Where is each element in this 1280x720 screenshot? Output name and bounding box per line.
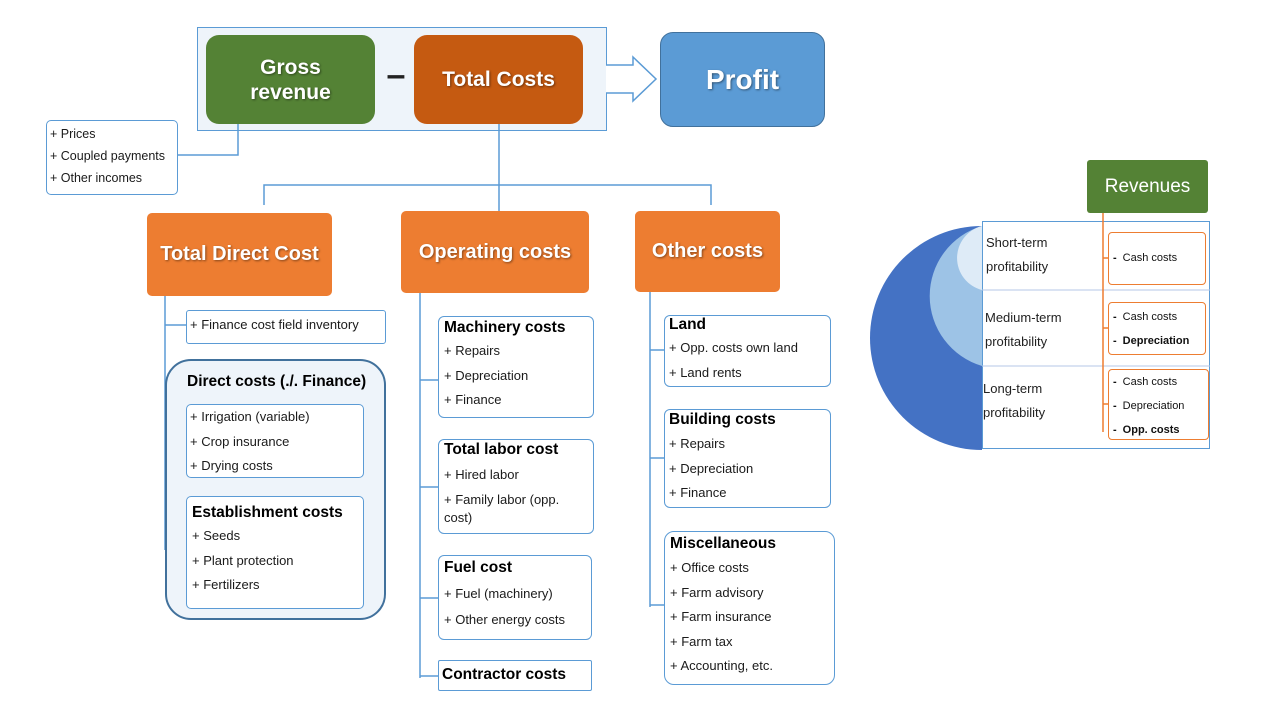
variable-cost-item: + Crop insurance bbox=[190, 433, 290, 449]
revenue-source-item: + Other incomes bbox=[50, 171, 143, 185]
revenue-source-item: + Coupled payments bbox=[50, 149, 166, 163]
long-term-profitability-label: Long-term profitability bbox=[983, 381, 1046, 420]
misc-cost-item: + Farm tax bbox=[670, 633, 733, 649]
fuel-cost-box: Fuel cost + Fuel (machinery) + Other ene… bbox=[438, 555, 592, 640]
total-labor-cost-box: Total labor cost + Hired labor + Family … bbox=[438, 439, 594, 534]
total-labor-cost-title: Total labor cost bbox=[444, 441, 559, 458]
building-costs-title: Building costs bbox=[669, 411, 776, 428]
profit-label: Profit bbox=[705, 63, 780, 95]
gross-revenue-box: Gross revenue bbox=[206, 35, 375, 124]
machinery-costs-title: Machinery costs bbox=[444, 319, 566, 336]
long-term-cost-text: Cash costs bbox=[1122, 376, 1178, 388]
fuel-cost-item: + Fuel (machinery) bbox=[444, 586, 553, 601]
total-costs-box: Total Costs bbox=[414, 35, 583, 124]
direct-costs-group: Direct costs (./. Finance) + Irrigation … bbox=[165, 359, 386, 620]
long-term-cost-item: -Depreciation bbox=[1113, 394, 1208, 418]
bullet-marker: - bbox=[1113, 424, 1117, 436]
establishment-costs-title: Establishment costs bbox=[192, 504, 343, 521]
establishment-costs-box: Establishment costs + Seeds + Plant prot… bbox=[186, 496, 364, 609]
bullet-marker: - bbox=[1113, 335, 1117, 347]
medium-term-cost-text: Depreciation bbox=[1122, 335, 1190, 347]
revenue-sources-box: + Prices + Coupled payments + Other inco… bbox=[46, 120, 178, 195]
finance-cost-field-label: + Finance cost field inventory bbox=[190, 317, 359, 332]
long-term-cost-item: -Cash costs bbox=[1113, 370, 1208, 394]
miscellaneous-title: Miscellaneous bbox=[670, 535, 776, 552]
direct-costs-title: Direct costs (./. Finance) bbox=[187, 373, 367, 390]
bullet-marker: - bbox=[1113, 252, 1117, 264]
building-cost-item: + Finance bbox=[669, 485, 727, 500]
medium-term-cost-text: Cash costs bbox=[1122, 311, 1178, 323]
bullet-marker: - bbox=[1113, 400, 1117, 412]
fuel-cost-title: Fuel cost bbox=[444, 559, 513, 576]
minus-sign: – bbox=[386, 56, 406, 94]
land-cost-item: + Land rents bbox=[669, 364, 742, 380]
profit-box: Profit bbox=[660, 32, 825, 127]
machinery-cost-item: + Repairs bbox=[444, 343, 500, 358]
total-direct-cost-label: Total Direct Cost bbox=[160, 243, 319, 265]
revenues-box: Revenues bbox=[1087, 160, 1208, 213]
machinery-cost-item: + Finance bbox=[444, 392, 502, 407]
labor-cost-item: + Family labor (opp. cost) bbox=[444, 491, 560, 525]
gross-revenue-label: Gross revenue bbox=[250, 55, 331, 104]
long-term-cost-text: Opp. costs bbox=[1122, 424, 1180, 436]
machinery-costs-box: Machinery costs + Repairs + Depreciation… bbox=[438, 316, 594, 418]
short-term-costs-box: -Cash costs bbox=[1108, 232, 1206, 285]
land-box: Land + Opp. costs own land + Land rents bbox=[664, 315, 831, 387]
fuel-cost-item: + Other energy costs bbox=[444, 612, 566, 627]
revenue-source-item: + Prices bbox=[50, 127, 96, 141]
misc-cost-item: + Farm advisory bbox=[670, 584, 764, 600]
establishment-cost-item: + Seeds bbox=[192, 528, 241, 543]
medium-term-cost-item: -Cash costs bbox=[1113, 305, 1205, 329]
long-term-costs-box: -Cash costs -Depreciation -Opp. costs bbox=[1108, 369, 1209, 440]
establishment-cost-item: + Plant protection bbox=[192, 552, 294, 568]
building-cost-item: + Depreciation bbox=[669, 460, 754, 476]
labor-cost-item: + Hired labor bbox=[444, 467, 519, 482]
variable-cost-item: + Irrigation (variable) bbox=[190, 409, 310, 424]
revenues-label: Revenues bbox=[1104, 175, 1191, 197]
contractor-costs-title: Contractor costs bbox=[442, 666, 567, 683]
long-term-cost-item: -Opp. costs bbox=[1113, 418, 1208, 442]
variable-direct-costs-box: + Irrigation (variable) + Crop insurance… bbox=[186, 404, 364, 478]
medium-term-costs-box: -Cash costs -Depreciation bbox=[1108, 302, 1206, 355]
bullet-marker: - bbox=[1113, 311, 1117, 323]
misc-cost-item: + Office costs bbox=[670, 560, 749, 575]
misc-cost-item: + Accounting, etc. bbox=[670, 658, 773, 673]
short-term-cost-text: Cash costs bbox=[1122, 252, 1178, 264]
machinery-cost-item: + Depreciation bbox=[444, 367, 529, 383]
other-costs-header: Other costs bbox=[635, 211, 780, 292]
operating-costs-header: Operating costs bbox=[401, 211, 589, 293]
medium-term-profitability-label: Medium-term profitability bbox=[985, 310, 1062, 349]
short-term-profitability-label: Short-term profitability bbox=[986, 235, 1049, 274]
misc-cost-item: + Farm insurance bbox=[670, 609, 772, 624]
contractor-costs-box: Contractor costs bbox=[438, 660, 592, 691]
establishment-cost-item: + Fertilizers bbox=[192, 577, 260, 592]
short-term-cost-item: -Cash costs bbox=[1113, 246, 1205, 270]
building-cost-item: + Repairs bbox=[669, 436, 725, 451]
variable-cost-item: + Drying costs bbox=[190, 458, 273, 473]
total-direct-cost-header: Total Direct Cost bbox=[147, 213, 332, 296]
finance-cost-field-inventory: + Finance cost field inventory bbox=[186, 310, 386, 344]
medium-term-cost-item: -Depreciation bbox=[1113, 329, 1205, 353]
total-costs-label: Total Costs bbox=[442, 67, 555, 91]
operating-costs-label: Operating costs bbox=[418, 240, 572, 263]
miscellaneous-box: Miscellaneous + Office costs + Farm advi… bbox=[664, 531, 835, 685]
building-costs-box: Building costs + Repairs + Depreciation … bbox=[664, 409, 831, 508]
bullet-marker: - bbox=[1113, 376, 1117, 388]
other-costs-label: Other costs bbox=[651, 240, 764, 262]
land-cost-item: + Opp. costs own land bbox=[669, 340, 798, 355]
long-term-cost-text: Depreciation bbox=[1122, 400, 1185, 412]
land-title: Land bbox=[669, 316, 707, 333]
